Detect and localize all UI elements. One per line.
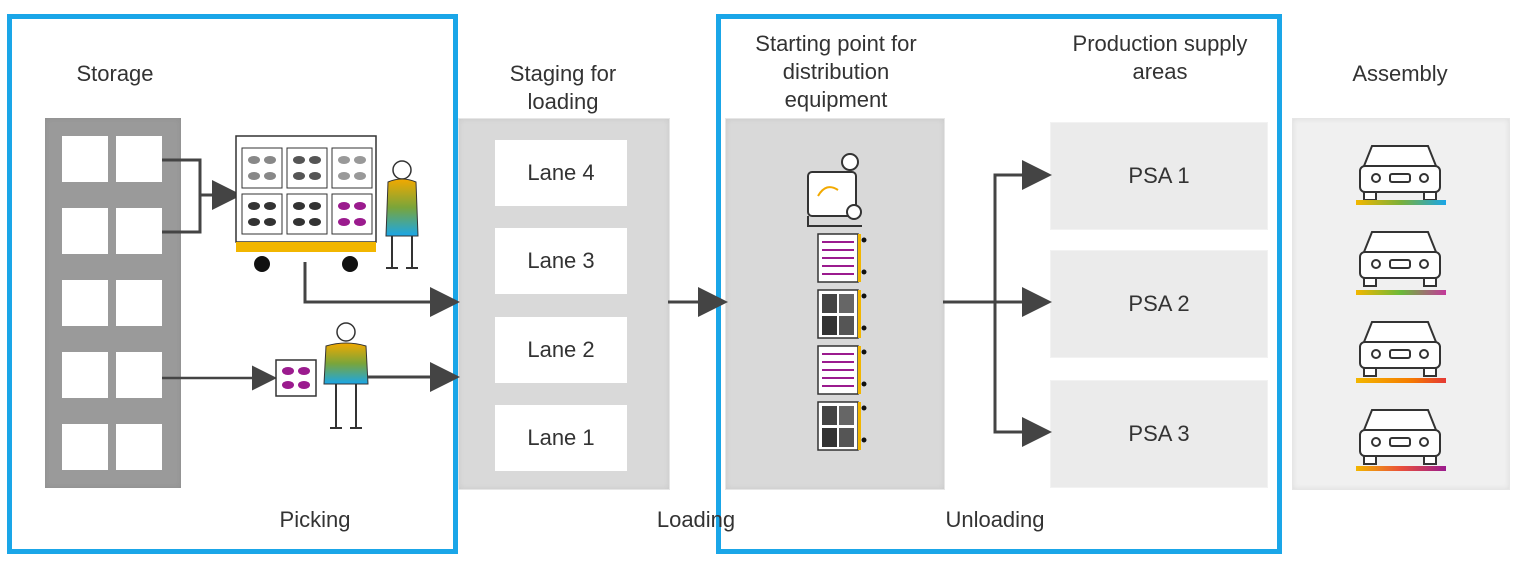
distribution-to-psa-arrows <box>943 160 1052 447</box>
lane-2: Lane 2 <box>495 317 627 383</box>
trailer-1-icon <box>817 233 867 283</box>
walking-person-icon <box>323 322 369 429</box>
storage-slot <box>116 352 162 398</box>
picker-person-icon <box>385 160 419 269</box>
picking-highlight-frame <box>7 14 458 554</box>
storage-slot <box>62 136 108 182</box>
storage-slot <box>116 208 162 254</box>
staging-label: Staging for loading <box>509 61 617 114</box>
car-icon <box>1359 321 1441 377</box>
starting-point-label: Starting point for distribution equipmen… <box>755 31 917 112</box>
storage-slot <box>62 424 108 470</box>
picking-label: Picking <box>279 507 351 532</box>
picking-cart-icon <box>235 135 377 272</box>
cart-to-staging-arrow <box>303 262 460 317</box>
psa-areas-label: Production supply areas <box>1072 31 1248 84</box>
lane-1: Lane 1 <box>495 405 627 471</box>
storage-slot <box>116 280 162 326</box>
lane-4: Lane 4 <box>495 140 627 206</box>
trailer-3-icon <box>817 345 867 395</box>
trailer-4-icon <box>817 401 867 451</box>
picking-tray-icon <box>275 359 317 397</box>
storage-slot <box>62 280 108 326</box>
car-color-bar <box>1356 200 1446 205</box>
storage-slot <box>62 352 108 398</box>
storage-slot <box>62 208 108 254</box>
unloading-label: Unloading <box>945 507 1045 532</box>
storage-slot <box>116 424 162 470</box>
tugger-vehicle-icon <box>807 153 862 227</box>
car-icon <box>1359 409 1441 465</box>
loading-label: Loading <box>656 507 736 532</box>
car-icon <box>1359 231 1441 287</box>
storage-label: Storage <box>76 61 154 86</box>
distribution-highlight-frame <box>716 14 1282 554</box>
car-color-bar <box>1356 466 1446 471</box>
storage-to-cart-connector <box>162 158 242 234</box>
car-color-bar <box>1356 290 1446 295</box>
lane-3: Lane 3 <box>495 228 627 294</box>
trailer-2-icon <box>817 289 867 339</box>
assembly-label: Assembly <box>1352 61 1448 86</box>
car-icon <box>1359 145 1441 201</box>
psa-2: PSA 2 <box>1050 250 1268 358</box>
psa-3: PSA 3 <box>1050 380 1268 488</box>
storage-slot <box>116 136 162 182</box>
car-color-bar <box>1356 378 1446 383</box>
psa-1: PSA 1 <box>1050 122 1268 230</box>
